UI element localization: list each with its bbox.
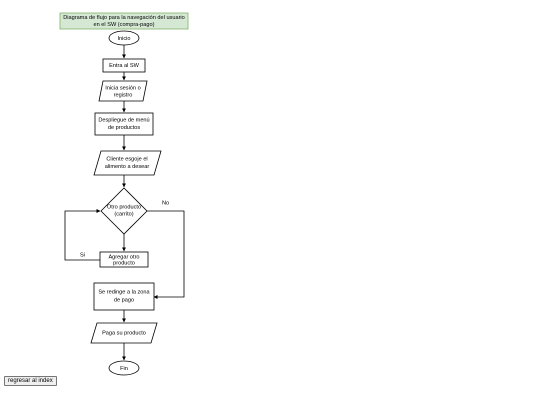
menu-node-line1: Despliegue de menú — [98, 117, 149, 123]
edge-label-yes: Si — [80, 252, 85, 258]
enter-node: Entra al SW — [102, 58, 146, 73]
login-node-line1: Inicia sesión o — [105, 85, 140, 91]
end-node: Fin — [108, 360, 140, 376]
pay-node-label: Paga su producto — [102, 330, 146, 336]
add-product-node: Agregar otro producto — [99, 251, 149, 268]
choose-node-line2: alimento a desear — [105, 164, 150, 170]
login-node: Inicia sesión o registro — [98, 80, 148, 102]
enter-node-label: Entra al SW — [109, 63, 140, 69]
diagram-title: Diagrama de flujo para la navegación del… — [59, 12, 189, 30]
choose-node: Cliente esgoje el alimento a desear — [93, 150, 162, 176]
menu-node-line2: de productos — [108, 125, 141, 131]
back-to-index-button[interactable]: regresar al index — [4, 376, 57, 386]
edge-decision-redirect — [147, 210, 185, 299]
diagram-title-line2: en el SW (compra-pago) — [94, 22, 155, 28]
menu-node: Despliegue de menú de productos — [94, 112, 154, 136]
start-node-label: Inicio — [117, 36, 130, 42]
start-node: Inicio — [108, 30, 140, 46]
decision-node: Otro producto (carrito) — [100, 187, 148, 235]
decision-node-line2: (carrito) — [114, 211, 133, 217]
end-node-label: Fin — [120, 366, 128, 372]
edge-label-no: No — [162, 200, 169, 206]
redirect-node-line1: Se redinge a la zona — [98, 289, 150, 295]
add-product-node-line2: producto — [113, 260, 135, 266]
add-product-node-line1: Agregar otro — [108, 254, 139, 260]
pay-node: Paga su producto — [90, 322, 158, 344]
diagram-title-line1: Diagrama de flujo para la navegación del… — [63, 15, 185, 21]
edge-add-loop-back — [64, 209, 101, 261]
login-node-line2: registro — [114, 92, 133, 98]
decision-node-line1: Otro producto — [107, 204, 141, 210]
choose-node-line1: Cliente esgoje el — [106, 156, 147, 162]
redirect-node-line2: de pago — [114, 297, 134, 303]
redirect-node: Se redinge a la zona de pago — [93, 282, 155, 311]
